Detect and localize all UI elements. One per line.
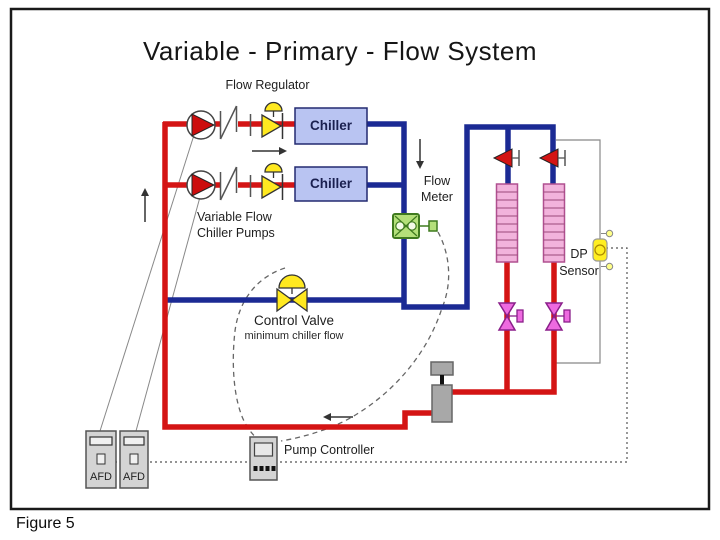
pipe-gap [220,181,238,190]
return-line-device-icon [430,361,454,423]
flow-meter-label: Flow Meter [407,173,467,205]
chiller-1-label: Chiller [309,118,352,133]
balancing-valve-icon [497,302,524,331]
flow-arrow-down-icon [416,139,424,169]
chiller-1-box [294,107,368,145]
balancing-valve-icon [544,302,571,331]
control-valve-label: Control Valve [253,313,335,328]
afd-1-label: AFD [90,471,112,483]
dp-sensor-icon [592,229,614,271]
chiller-2-box [294,166,368,202]
chiller-pump-1-icon [186,110,216,140]
figure-caption: Figure 5 [16,515,75,532]
control-valve-signal-line [232,267,286,441]
flow-regulator-label: Flow Regulator [225,78,310,92]
diagram-border [9,7,711,511]
chiller-2-label: Chiller [309,176,352,191]
flow-arrow-right-icon [252,147,287,155]
dp-sensor-label-line1: DP [570,247,588,261]
afd-2-label: AFD [123,471,145,483]
check-valve-icon [538,148,566,168]
chiller-pump-2-icon [186,170,216,200]
flow-meter-label-line1: Flow [423,174,451,188]
afd-motor-lines [99,134,201,432]
flow-regulator-valve-icon [261,101,284,139]
pumps-label-line1: Variable Flow [197,210,272,224]
dp-sensor-label-line2: Sensor [559,264,599,278]
flow-meter-signal-line [280,231,450,442]
cooling-coil-icon [495,183,519,263]
pumps-label: Variable Flow Chiller Pumps [197,209,275,241]
control-valve-sublabel: minimum chiller flow [244,330,344,342]
afd-box-2 [119,430,149,489]
check-valve-icon [492,148,520,168]
flow-regulator-valve-icon [261,162,284,200]
control-valve-icon [276,274,308,313]
flow-meter-label-line2: Meter [421,190,453,204]
cooling-coil-icon [542,183,566,263]
afd-box-1 [85,430,117,489]
flow-meter-icon [392,213,438,239]
flow-arrow-left-icon [323,413,353,421]
control-network-dotted-line [100,247,628,463]
isolation-valve-icon [219,166,252,201]
pump-controller-label: Pump Controller [284,443,375,457]
diagram-title: Variable - Primary - Flow System [142,36,538,66]
pumps-label-line2: Chiller Pumps [197,226,275,240]
pump-controller-box [249,436,278,481]
flow-arrow-up-icon [141,188,149,222]
pipe-gap [220,120,238,129]
dp-sensor-label: DP Sensor [550,246,608,280]
isolation-valve-icon [219,105,252,140]
